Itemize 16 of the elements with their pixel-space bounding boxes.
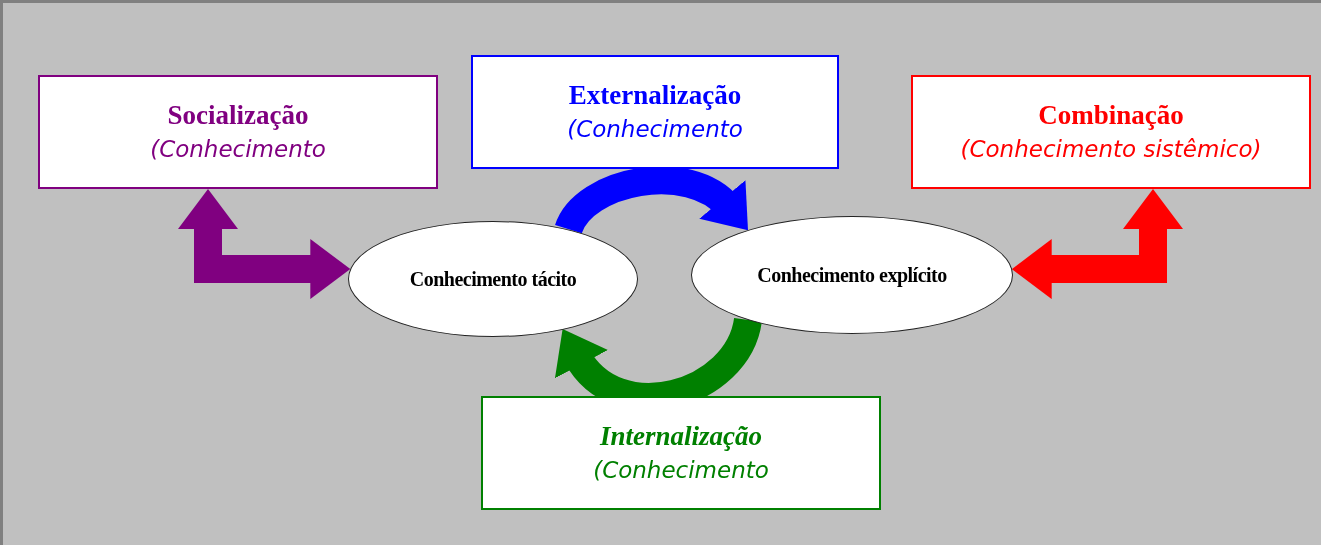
mode-box [38, 75, 438, 189]
block-arrow [1011, 189, 1183, 300]
mode-box [481, 396, 881, 510]
mode-title: Socialização [167, 99, 309, 132]
mode-title: Internalização [600, 420, 762, 453]
mode-subtitle: (Conhecimento [150, 135, 326, 164]
mode-box [911, 75, 1311, 189]
mode-box [471, 55, 839, 169]
mode-subtitle: (Conhecimento sistêmico) [960, 135, 1262, 164]
mode-title: Combinação [1038, 99, 1184, 132]
mode-subtitle: (Conhecimento [567, 115, 743, 144]
ellipse-label: Conhecimento explícito [757, 263, 947, 287]
mode-subtitle: (Conhecimento [593, 456, 769, 485]
block-arrow [178, 189, 351, 299]
mode-title: Externalização [568, 79, 742, 112]
ellipse-label: Conhecimento tácito [409, 267, 577, 291]
